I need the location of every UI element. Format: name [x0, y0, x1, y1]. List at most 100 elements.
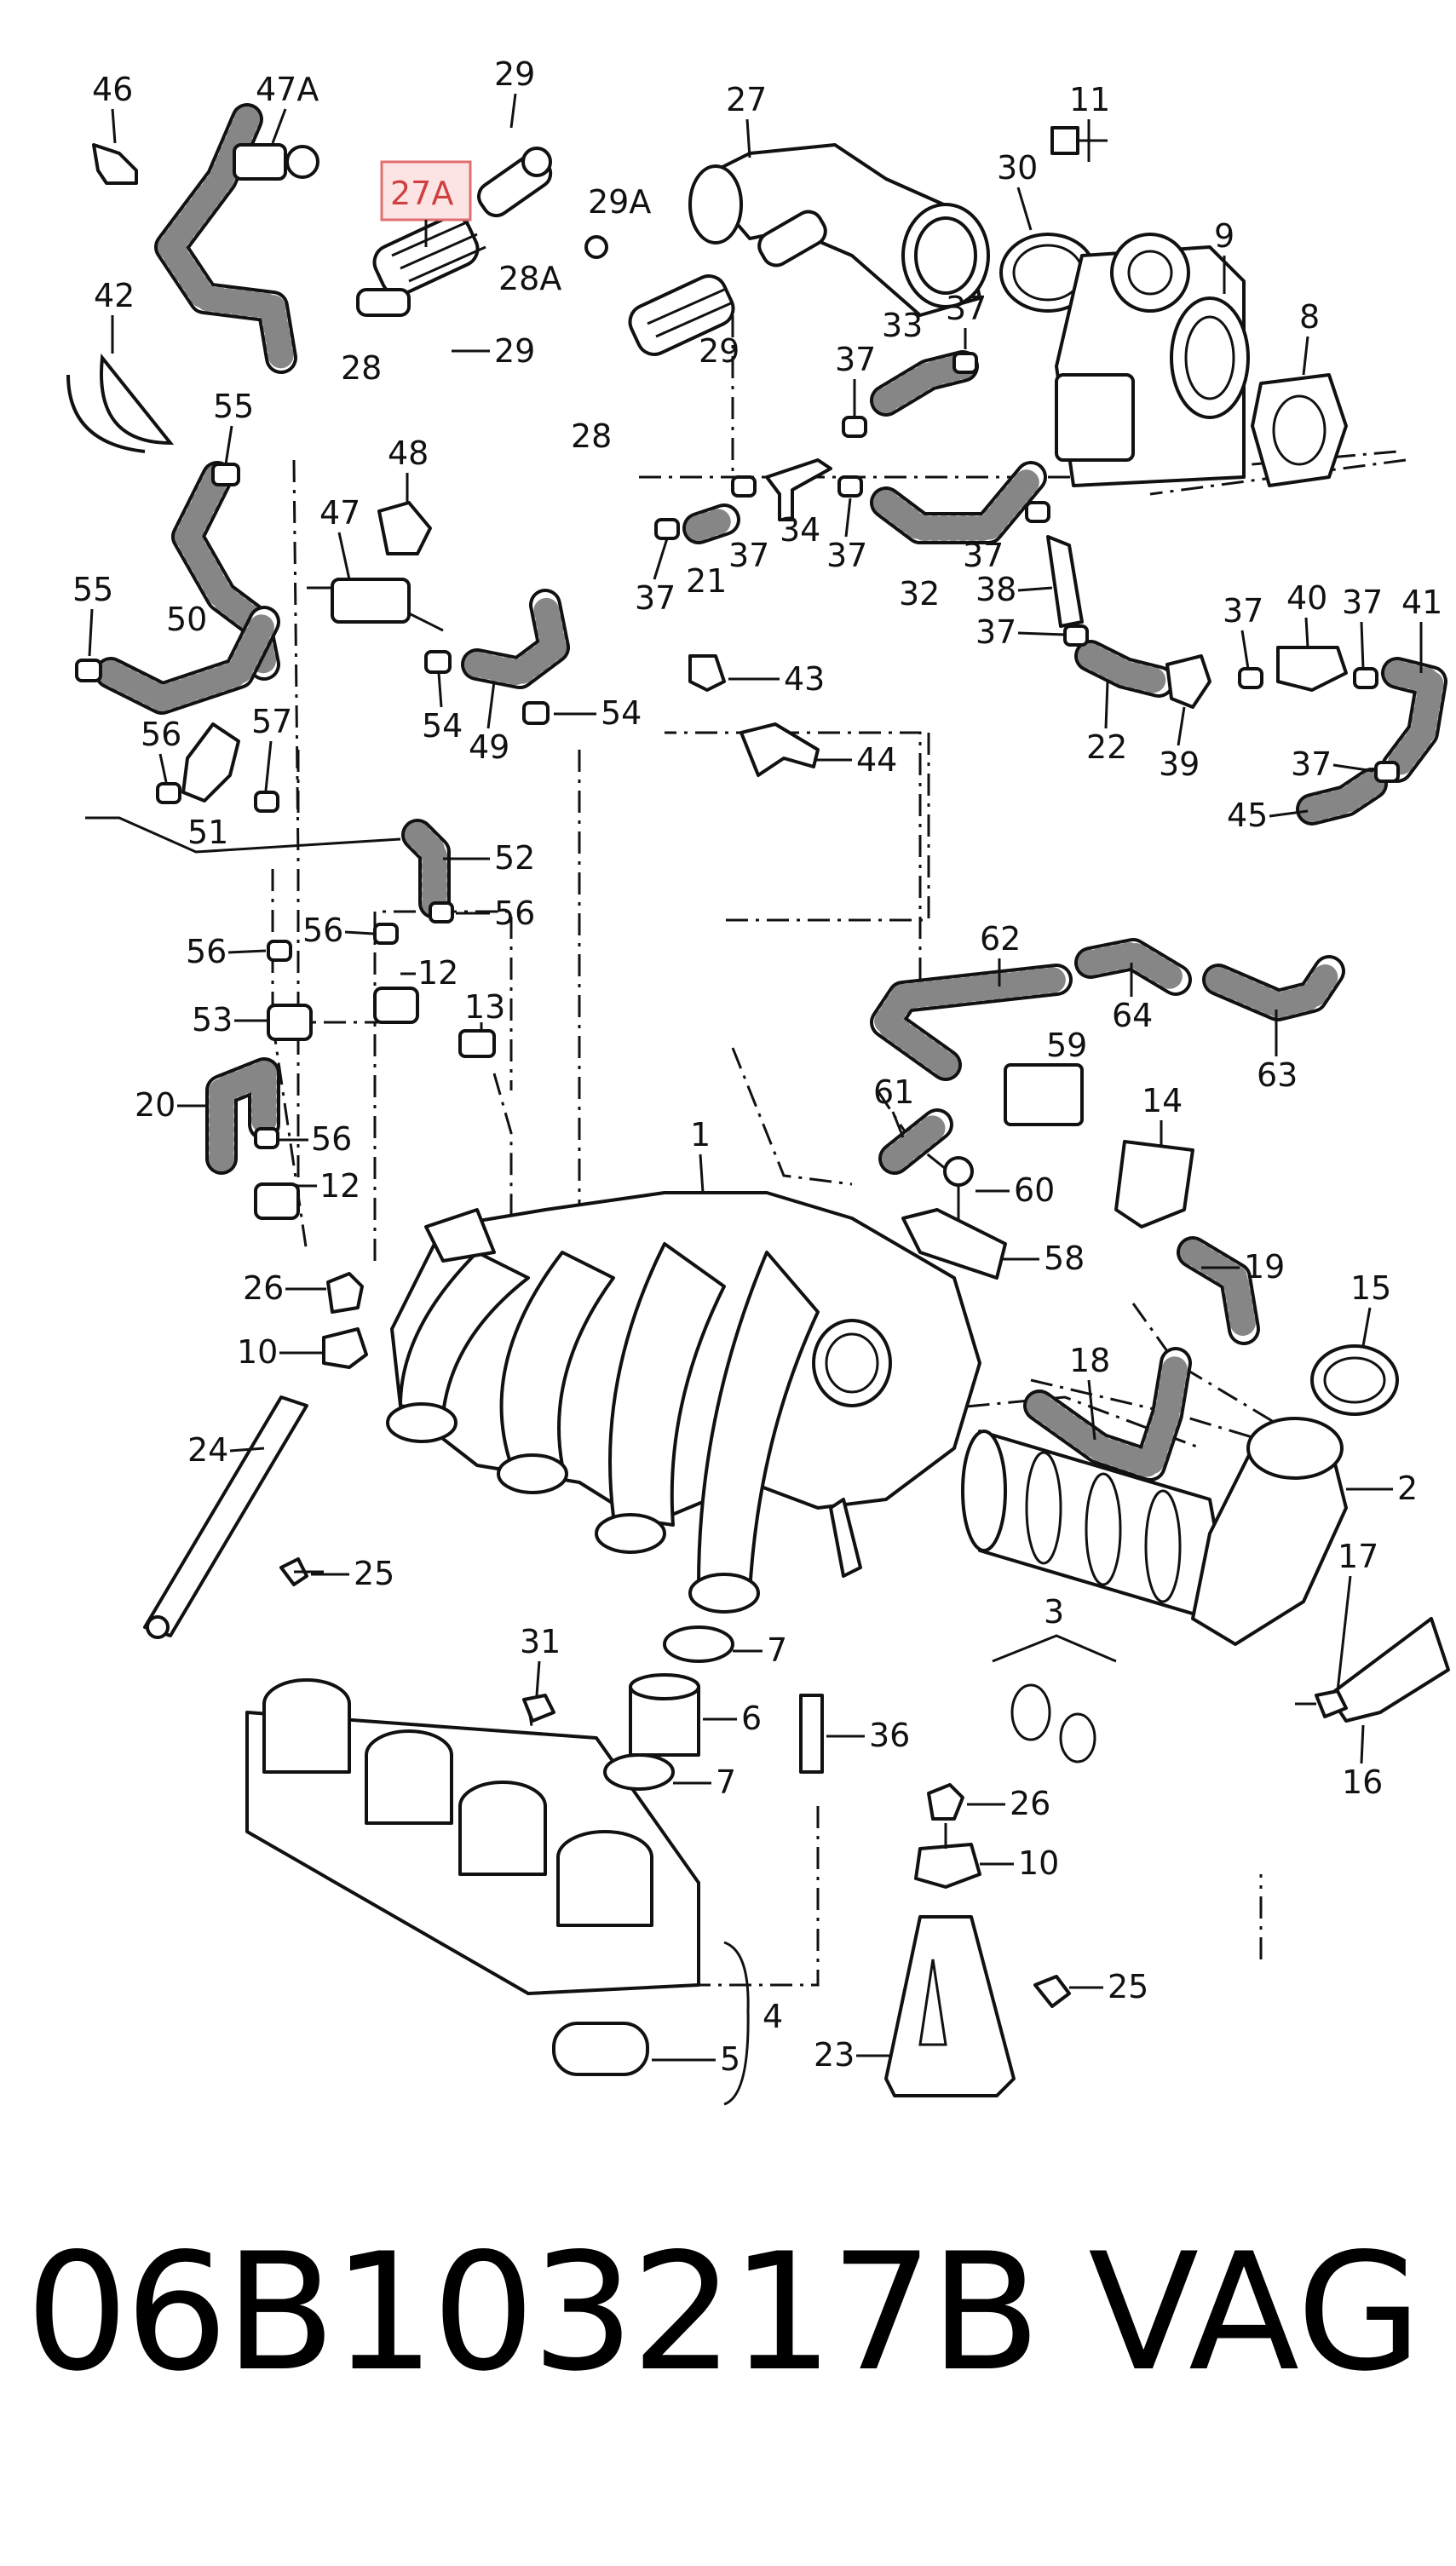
part-breather-2 — [628, 210, 827, 356]
part-23 — [884, 1915, 1016, 2097]
brand-label: VAG — [1088, 2218, 1422, 2407]
callouts — [380, 160, 472, 247]
callout-48: 48 — [388, 434, 429, 472]
callout-29-3: 29 — [699, 332, 740, 370]
part-25-lower — [1033, 1975, 1071, 2008]
part-number: 06B103217B — [26, 2218, 1041, 2407]
hose-64 — [1074, 938, 1192, 996]
part-36 — [799, 1694, 824, 1774]
part-26-upper — [326, 1272, 364, 1314]
part-17 — [1315, 1689, 1348, 1718]
callout-labels: 46 47A 29 27A 27 11 30 9 29A 28A 8 42 28… — [72, 55, 1442, 2106]
callout-64: 64 — [1112, 997, 1153, 1034]
callout-26-2: 26 — [1010, 1785, 1050, 1822]
part-38 — [1046, 535, 1084, 628]
callout-29-2: 29 — [494, 332, 535, 370]
callout-57: 57 — [251, 703, 292, 740]
hose-32 — [870, 461, 1047, 544]
callout-44: 44 — [856, 741, 897, 779]
hose-52 — [401, 819, 451, 919]
exploded-parts-diagram: 46 47A 29 27A 27 11 30 9 29A 28A 8 42 28… — [66, 55, 1450, 2106]
callout-37-1: 37 — [946, 290, 987, 327]
callout-10-1: 10 — [237, 1333, 278, 1371]
callout-28a: 28A — [498, 260, 561, 297]
part-42 — [66, 353, 175, 453]
right-support-parts — [884, 1689, 1348, 2097]
callout-29: 29 — [494, 55, 535, 93]
part-10-upper — [322, 1327, 368, 1369]
callout-42: 42 — [94, 277, 135, 314]
callout-8: 8 — [1299, 298, 1320, 336]
part-24 — [143, 1395, 308, 1637]
callout-33: 33 — [882, 307, 923, 344]
callout-38: 38 — [975, 571, 1016, 608]
callout-30: 30 — [997, 149, 1038, 187]
part-47 — [331, 578, 411, 624]
vacuum-line-51 — [85, 816, 401, 854]
callout-37-9: 37 — [1342, 584, 1383, 621]
part-12-lower — [254, 1182, 300, 1220]
callout-36: 36 — [869, 1717, 910, 1754]
hose-33 — [870, 350, 979, 417]
callout-1: 1 — [690, 1116, 711, 1154]
callout-43: 43 — [784, 660, 825, 698]
callout-37-6: 37 — [963, 537, 1004, 574]
callout-46: 46 — [92, 71, 133, 108]
callout-56-4: 56 — [186, 933, 227, 970]
callout-49: 49 — [469, 728, 509, 766]
part-60 — [943, 1156, 974, 1187]
callout-26-1: 26 — [243, 1269, 284, 1307]
footer: 06B103217B VAG — [0, 2232, 1456, 2394]
callout-56-3: 56 — [302, 912, 343, 949]
callout-18: 18 — [1069, 1342, 1110, 1379]
part-58 — [901, 1208, 1007, 1280]
rings-and-gaskets — [522, 1625, 1096, 2076]
callout-28-2: 28 — [571, 417, 612, 455]
callout-61: 61 — [873, 1073, 914, 1111]
part-59 — [1004, 1063, 1084, 1126]
hose-47a — [154, 103, 297, 374]
callout-31: 31 — [520, 1623, 561, 1660]
part-9-throttle-body — [1055, 233, 1250, 487]
hose-45 — [1296, 768, 1388, 826]
callout-9: 9 — [1214, 217, 1234, 255]
part-10-lower — [914, 1843, 981, 1889]
callout-21: 21 — [686, 562, 727, 600]
callout-16: 16 — [1342, 1763, 1383, 1801]
callout-37-10: 37 — [1291, 745, 1332, 783]
callout-37-8: 37 — [1223, 592, 1263, 630]
callout-10-2: 10 — [1018, 1844, 1059, 1882]
callout-53: 53 — [192, 1001, 233, 1038]
hose-22 — [1074, 640, 1175, 698]
hose-21 — [682, 503, 740, 544]
callout-14: 14 — [1142, 1082, 1183, 1119]
part-31 — [522, 1694, 555, 1723]
hose-20 — [205, 1057, 280, 1175]
callout-45: 45 — [1227, 797, 1268, 834]
part-7-lower — [603, 1753, 675, 1791]
hose-63 — [1202, 955, 1345, 1021]
callout-23: 23 — [814, 2036, 855, 2074]
callout-27: 27 — [726, 81, 767, 118]
parts-top — [66, 126, 1348, 487]
callout-62: 62 — [980, 920, 1021, 958]
callout-52: 52 — [494, 839, 535, 877]
callout-12-2: 12 — [319, 1167, 360, 1205]
callout-29a: 29A — [588, 183, 651, 221]
callout-6: 6 — [741, 1700, 762, 1737]
callout-59: 59 — [1046, 1027, 1087, 1064]
callout-28-1: 28 — [341, 349, 382, 387]
part-1-intake-manifold — [386, 1191, 981, 1614]
callout-11: 11 — [1069, 81, 1110, 118]
callout-37-2: 37 — [835, 341, 876, 378]
callout-54-2: 54 — [601, 694, 642, 732]
part-48 — [377, 501, 432, 555]
callout-47a: 47A — [256, 71, 319, 108]
part-39 — [1165, 654, 1211, 709]
clamps-and-fittings — [75, 352, 1400, 1280]
callout-37-5: 37 — [826, 537, 867, 574]
callout-7-1: 7 — [767, 1631, 787, 1669]
part-43 — [688, 654, 726, 692]
part-27a — [356, 147, 553, 317]
callout-50: 50 — [166, 601, 207, 638]
